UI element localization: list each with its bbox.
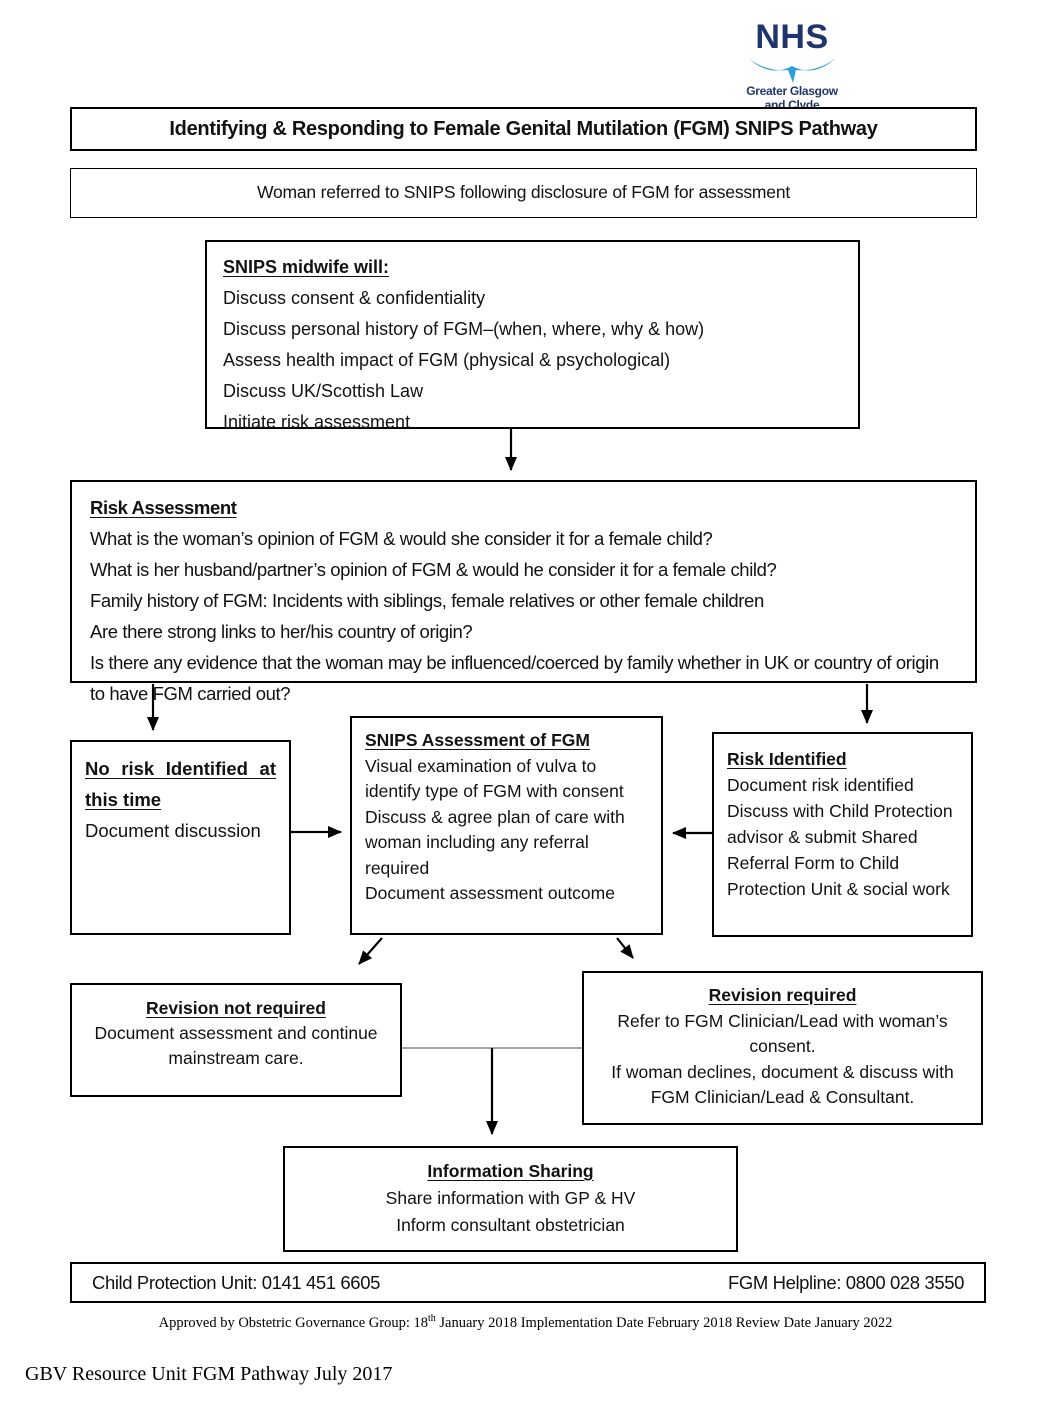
midwife-item: Discuss personal history of FGM–(when, w… bbox=[223, 319, 705, 339]
risk-identified-box: Risk Identified Document risk identified… bbox=[712, 732, 973, 937]
nhs-org-line1: Greater Glasgow bbox=[746, 84, 838, 98]
no-risk-box: No risk Identified at this time Document… bbox=[70, 740, 291, 935]
information-sharing-heading: Information Sharing bbox=[427, 1161, 594, 1181]
snips-assessment-items: Visual examination of vulva to identify … bbox=[365, 754, 648, 907]
no-risk-body: Document discussion bbox=[85, 820, 261, 841]
snips-assessment-item: Visual examination of vulva to identify … bbox=[365, 755, 624, 802]
risk-assessment-item: What is her husband/partner’s opinion of… bbox=[90, 559, 777, 580]
revision-required-line: Refer to FGM Clinician/Lead with woman’s… bbox=[617, 1010, 948, 1057]
snips-assessment-heading: SNIPS Assessment of FGM bbox=[365, 730, 590, 750]
risk-assessment-heading: Risk Assessment bbox=[90, 497, 237, 518]
midwife-item: Discuss UK/Scottish Law bbox=[223, 381, 424, 401]
page-title: Identifying & Responding to Female Genit… bbox=[70, 107, 977, 151]
snips-assessment-box: SNIPS Assessment of FGM Visual examinati… bbox=[350, 716, 663, 935]
information-sharing-line: Share information with GP & HV bbox=[385, 1188, 636, 1208]
midwife-item: Initiate risk assessment bbox=[223, 412, 411, 432]
revision-not-required-heading: Revision not required bbox=[146, 998, 326, 1018]
approval-prefix: Approved by Obstetric Governance Group: … bbox=[158, 1314, 428, 1331]
risk-identified-heading: Risk Identified bbox=[727, 749, 847, 769]
snips-assessment-item: Document assessment outcome bbox=[365, 883, 615, 903]
risk-assessment-items: What is the woman’s opinion of FGM & wou… bbox=[90, 523, 957, 709]
fgm-helpline-contact: FGM Helpline: 0800 028 3550 bbox=[727, 1271, 964, 1293]
referral-box: Woman referred to SNIPS following disclo… bbox=[70, 168, 977, 218]
nhs-logo: NHS Greater Glasgow and Clyde bbox=[738, 20, 846, 112]
risk-identified-item: Discuss with Child Protection advisor & … bbox=[727, 801, 953, 899]
revision-required-box: Revision required Refer to FGM Clinician… bbox=[582, 971, 983, 1125]
child-protection-contact: Child Protection Unit: 0141 451 6605 bbox=[92, 1271, 380, 1293]
risk-assessment-item: Is there any evidence that the woman may… bbox=[90, 652, 939, 704]
nhs-wave-icon bbox=[748, 58, 836, 83]
revision-required-lines: Refer to FGM Clinician/Lead with woman’s… bbox=[596, 1009, 969, 1111]
risk-assessment-item: Family history of FGM: Incidents with si… bbox=[90, 590, 764, 611]
risk-assessment-item: Are there strong links to her/his countr… bbox=[90, 621, 473, 642]
information-sharing-box: Information Sharing Share information wi… bbox=[283, 1146, 738, 1252]
information-sharing-line: Inform consultant obstetrician bbox=[396, 1215, 625, 1235]
approval-note: Approved by Obstetric Governance Group: … bbox=[0, 1313, 1051, 1332]
midwife-heading: SNIPS midwife will: bbox=[223, 257, 390, 277]
risk-assessment-box: Risk Assessment What is the woman’s opin… bbox=[70, 480, 977, 704]
revision-not-required-box: Revision not required Document assessmen… bbox=[70, 983, 402, 1097]
revision-required-line: If woman declines, document & discuss wi… bbox=[611, 1061, 954, 1108]
risk-assessment-item: What is the woman’s opinion of FGM & wou… bbox=[90, 528, 713, 549]
contact-box: Child Protection Unit: 0141 451 6605 FGM… bbox=[70, 1262, 986, 1303]
referral-text: Woman referred to SNIPS following disclo… bbox=[256, 182, 791, 202]
no-risk-heading: No risk Identified at this time bbox=[85, 758, 276, 810]
approval-superscript: th bbox=[427, 1313, 436, 1324]
snips-assessment-item: Discuss & agree plan of care with woman … bbox=[365, 806, 625, 878]
midwife-item: Discuss consent & confidentiality bbox=[223, 288, 486, 308]
risk-identified-item: Document risk identified bbox=[727, 775, 914, 795]
footer-source-line: GBV Resource Unit FGM Pathway July 2017 bbox=[25, 1363, 393, 1385]
nhs-logo-text: NHS bbox=[755, 18, 829, 56]
approval-suffix: January 2018 Implementation Date Februar… bbox=[435, 1314, 893, 1331]
arrow-snips-to-revision-required bbox=[616, 937, 634, 959]
midwife-box: SNIPS midwife will: Discuss consent & co… bbox=[205, 240, 860, 432]
midwife-item: Assess health impact of FGM (physical & … bbox=[223, 350, 671, 370]
page-title-text: Identifying & Responding to Female Genit… bbox=[169, 118, 878, 140]
arrow-snips-to-revision-not-required bbox=[358, 937, 383, 965]
revision-not-required-body: Document assessment and continue mainstr… bbox=[94, 1023, 378, 1068]
revision-required-heading: Revision required bbox=[708, 985, 857, 1005]
information-sharing-lines: Share information with GP & HV Inform con… bbox=[295, 1185, 726, 1239]
